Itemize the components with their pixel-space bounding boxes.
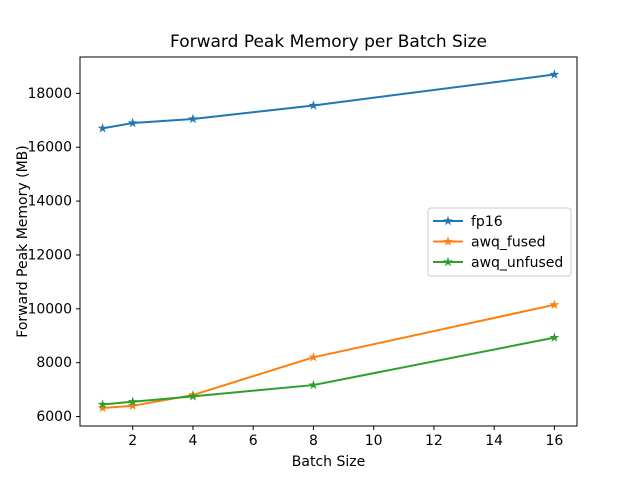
y-tick-label: 8000 bbox=[36, 355, 72, 371]
y-tick-label: 14000 bbox=[27, 194, 72, 210]
legend-label: awq_fused bbox=[471, 235, 546, 251]
series-marker-awq_unfused bbox=[188, 391, 198, 401]
series-marker-awq_fused bbox=[97, 402, 108, 413]
plot-area: 2 4 6 8 10 12 14 16 6000 8000 10000 12000 14000 16000… bbox=[27, 56, 578, 449]
legend-marker bbox=[443, 215, 453, 226]
series-marker-fp16 bbox=[97, 123, 108, 133]
series-line-awq_fused bbox=[101, 303, 556, 409]
y-tick-label: 12000 bbox=[27, 247, 72, 263]
series-marker-awq_fused bbox=[127, 400, 138, 411]
x-tick-label: 14 bbox=[485, 433, 503, 449]
legend-marker bbox=[443, 236, 453, 246]
x-tick-label: 16 bbox=[545, 433, 563, 449]
series-line-fp16 bbox=[101, 73, 556, 130]
series-marker-fp16 bbox=[188, 113, 198, 124]
series-marker-fp16 bbox=[308, 100, 319, 110]
legend-label: fp16 bbox=[471, 214, 503, 230]
series-marker-awq_unfused bbox=[127, 396, 138, 406]
x-tick-label: 8 bbox=[309, 433, 318, 449]
y-tick-label: 18000 bbox=[27, 86, 72, 102]
x-tick-label: 10 bbox=[365, 433, 383, 449]
legend-box bbox=[427, 207, 572, 277]
legend-label: awq_unfused bbox=[471, 255, 563, 271]
y-axis-label: Forward Peak Memory (MB) bbox=[15, 145, 31, 337]
x-tick-label: 2 bbox=[128, 433, 137, 449]
series-marker-fp16 bbox=[549, 69, 560, 79]
series-line-awq_unfused bbox=[101, 336, 556, 406]
x-tick-label: 4 bbox=[188, 433, 197, 449]
legend-entry-fp16: fp16 bbox=[433, 214, 503, 230]
legend: fp16 awq_fused awq_unfused bbox=[427, 207, 572, 277]
chart-title: Forward Peak Memory per Batch Size bbox=[170, 32, 487, 52]
y-tick-label: 16000 bbox=[27, 140, 72, 156]
legend-entry-awq_unfused: awq_unfused bbox=[433, 255, 563, 271]
series-marker-awq_unfused bbox=[549, 332, 560, 342]
legend-marker bbox=[443, 256, 453, 267]
legend-entry-awq_fused: awq_fused bbox=[433, 235, 546, 251]
series-marker-awq_unfused bbox=[97, 399, 108, 409]
y-tick-label: 6000 bbox=[36, 409, 72, 425]
plot-frame bbox=[79, 56, 578, 427]
series-marker-fp16 bbox=[127, 117, 138, 128]
x-axis-label: Batch Size bbox=[292, 454, 365, 470]
x-tick-label: 12 bbox=[425, 433, 443, 449]
series-marker-awq_fused bbox=[549, 299, 560, 309]
y-tick-label: 10000 bbox=[27, 301, 72, 317]
series-marker-awq_unfused bbox=[308, 379, 319, 390]
series-marker-awq_fused bbox=[308, 352, 319, 362]
x-tick-label: 6 bbox=[249, 433, 258, 449]
